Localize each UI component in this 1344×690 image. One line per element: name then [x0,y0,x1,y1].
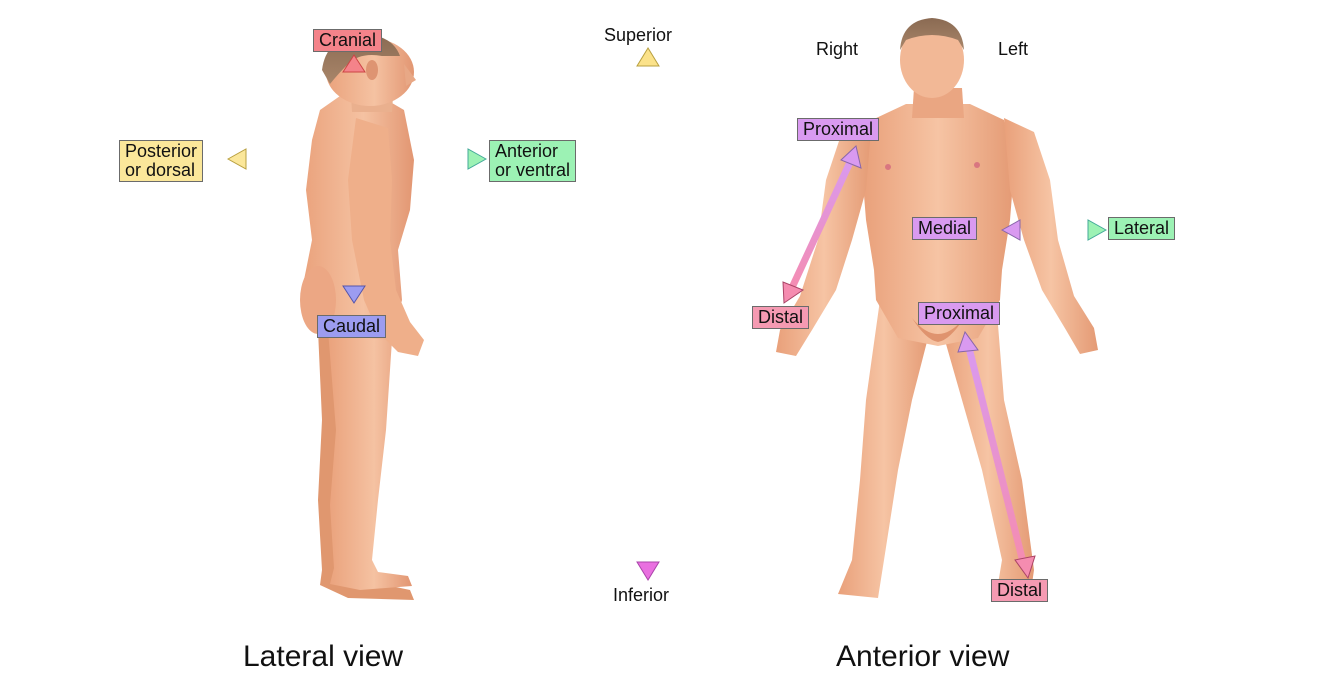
cranial-label: Cranial [313,29,383,52]
leg-distal-label: Distal [991,579,1049,602]
right-side-label: Right [816,39,859,59]
cranial-caudal-arrow [342,54,366,304]
left-side-label: Left [998,39,1029,59]
anterior-label-line2: or ventral [495,160,571,180]
superior-label: Superior [604,25,673,45]
leg-proximal-distal-arrow [957,330,1036,580]
medial-label: Medial [912,217,978,240]
leg-proximal-label: Proximal [918,302,1001,325]
caudal-label: Caudal [317,315,387,338]
arm-proximal-distal-arrow [782,145,862,304]
superior-inferior-arrow [636,47,660,581]
arm-proximal-label: Proximal [797,118,880,141]
inferior-label: Inferior [613,585,670,605]
posterior-anterior-arrow [226,148,488,170]
posterior-label-line1: Posterior [125,141,198,161]
anterior-figure [776,18,1098,598]
posterior-label-line2: or dorsal [125,160,196,180]
posterior-label: Posterior or dorsal [119,140,204,182]
anterior-label: Anterior or ventral [489,140,577,182]
arm-distal-label: Distal [752,306,810,329]
anterior-view-caption: Anterior view [836,640,1010,673]
anterior-label-line1: Anterior [495,141,559,161]
lateral-label: Lateral [1108,217,1176,240]
medial-lateral-arrow [1000,219,1108,241]
lateral-view-caption: Lateral view [243,640,404,673]
